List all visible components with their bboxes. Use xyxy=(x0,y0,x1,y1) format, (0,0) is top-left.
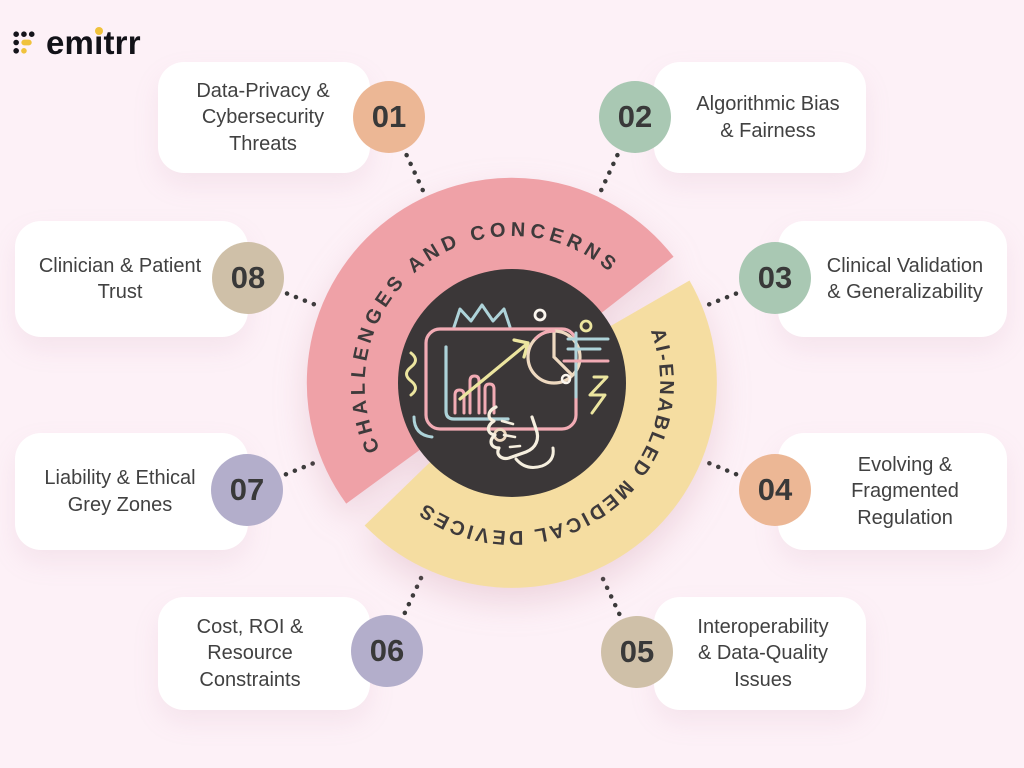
item-label-04: Evolving & Fragmented Regulation xyxy=(851,453,959,529)
connector-08 xyxy=(284,291,319,308)
connector-06 xyxy=(402,571,426,616)
item-card-03: Clinical Validation & Generalizability xyxy=(778,221,1007,337)
number-text-07: 07 xyxy=(229,472,265,507)
item-label-05: Interoperability & Data-Quality Issues xyxy=(697,615,829,691)
number-badge-08: 08 xyxy=(212,242,284,314)
item-card-07: Liability & Ethical Grey Zones xyxy=(15,433,248,550)
item-card-05: Interoperability & Data-Quality Issues xyxy=(654,597,866,710)
number-text-04: 04 xyxy=(757,472,793,507)
connector-03 xyxy=(705,291,739,308)
item-label-07: Liability & Ethical Grey Zones xyxy=(44,467,196,516)
number-text-08: 08 xyxy=(230,260,266,295)
number-badge-05: 05 xyxy=(601,616,673,688)
item-label-02: Algorithmic Bias & Fairness xyxy=(696,93,840,142)
number-text-05: 05 xyxy=(619,634,655,669)
item-card-04: Evolving & Fragmented Regulation xyxy=(778,433,1007,550)
center-circle xyxy=(398,269,626,497)
item-label-01: Data-Privacy & Cybersecurity Threats xyxy=(196,79,330,155)
emitrr-logo-icon xyxy=(13,31,35,54)
connector-04 xyxy=(705,460,739,477)
number-text-01: 01 xyxy=(371,99,407,134)
number-badge-03: 03 xyxy=(739,242,811,314)
top-arc-challenges xyxy=(306,177,674,504)
connector-02 xyxy=(598,152,620,194)
analytics-illustration xyxy=(405,303,610,469)
connector-lines xyxy=(283,152,739,617)
number-badge-06: 06 xyxy=(351,615,423,687)
connector-05 xyxy=(598,572,622,617)
item-label-03: Clinical Validation & Generalizability xyxy=(826,254,984,303)
item-card-06: Cost, ROI & Resource Constraints xyxy=(158,597,370,710)
item-label-06: Cost, ROI & Resource Constraints xyxy=(196,615,304,691)
number-badge-04: 04 xyxy=(739,454,811,526)
number-badge-07: 07 xyxy=(211,454,283,526)
item-card-02: Algorithmic Bias & Fairness xyxy=(654,62,866,173)
item-card-01: Data-Privacy & Cybersecurity Threats xyxy=(158,62,370,173)
bottom-arc-devices xyxy=(364,280,717,588)
number-text-06: 06 xyxy=(369,633,405,668)
number-text-02: 02 xyxy=(617,99,653,134)
connector-07 xyxy=(283,459,319,477)
item-label-08: Clinician & Patient Trust xyxy=(38,254,202,303)
logo-i-dot xyxy=(94,27,103,35)
number-text-03: 03 xyxy=(757,260,793,295)
number-badge-01: 01 xyxy=(353,81,425,153)
connector-01 xyxy=(404,152,426,194)
item-card-08: Clinician & Patient Trust xyxy=(15,221,248,337)
number-badge-02: 02 xyxy=(599,81,671,153)
